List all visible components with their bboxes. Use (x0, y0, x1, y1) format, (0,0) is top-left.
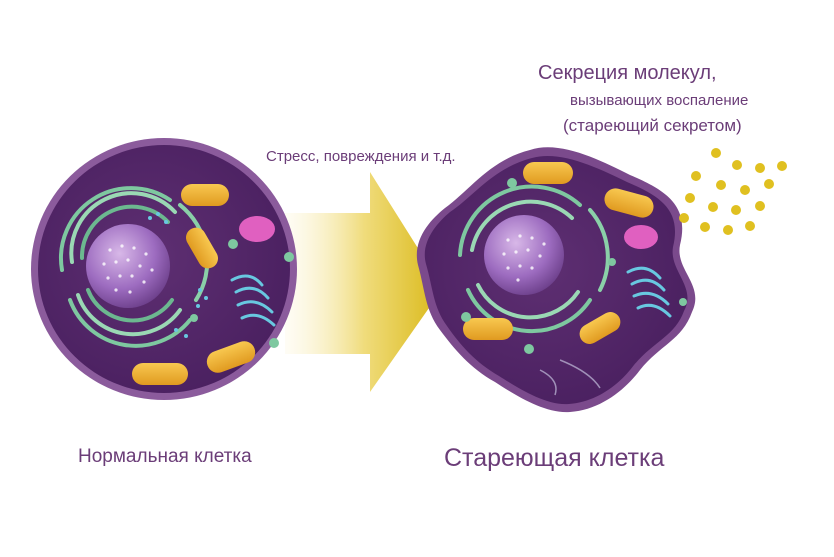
senescent-cell-granules (461, 178, 687, 354)
normal-cell-vesicle (239, 216, 275, 242)
secretion-label-line3: (стареющий секретом) (563, 116, 742, 135)
senescent-cell-fibers (539, 359, 601, 396)
stress-label: Стресс, повреждения и т.д. (266, 148, 456, 165)
normal-cell-label: Нормальная клетка (78, 446, 252, 467)
senescent-cell-nucleus (484, 215, 564, 295)
normal-cell-nucleus (86, 224, 170, 308)
normal-cell-golgi (230, 274, 276, 327)
normal-cell-granules (190, 239, 294, 348)
normal-cell (31, 138, 297, 400)
senescent-cell-nucleus-dots (502, 234, 546, 282)
secretion-label-line1: Секреция молекул, (538, 62, 717, 84)
normal-cell-nucleus-dots (102, 244, 154, 294)
senescent-cell (416, 147, 696, 413)
transition-arrow (285, 172, 443, 392)
senescent-cell-golgi (626, 266, 672, 318)
senescent-cell-mitochondria (463, 162, 654, 344)
normal-cell-dots (148, 212, 208, 338)
senescent-cell-vesicle (624, 225, 658, 249)
secretion-label-line2: вызывающих воспаление (570, 92, 749, 109)
senescent-cell-er (458, 184, 610, 334)
senescent-cell-label: Стареющая клетка (444, 444, 665, 472)
normal-cell-er (59, 186, 210, 348)
secreted-molecules (679, 148, 787, 235)
normal-cell-mitochondria (132, 184, 256, 385)
